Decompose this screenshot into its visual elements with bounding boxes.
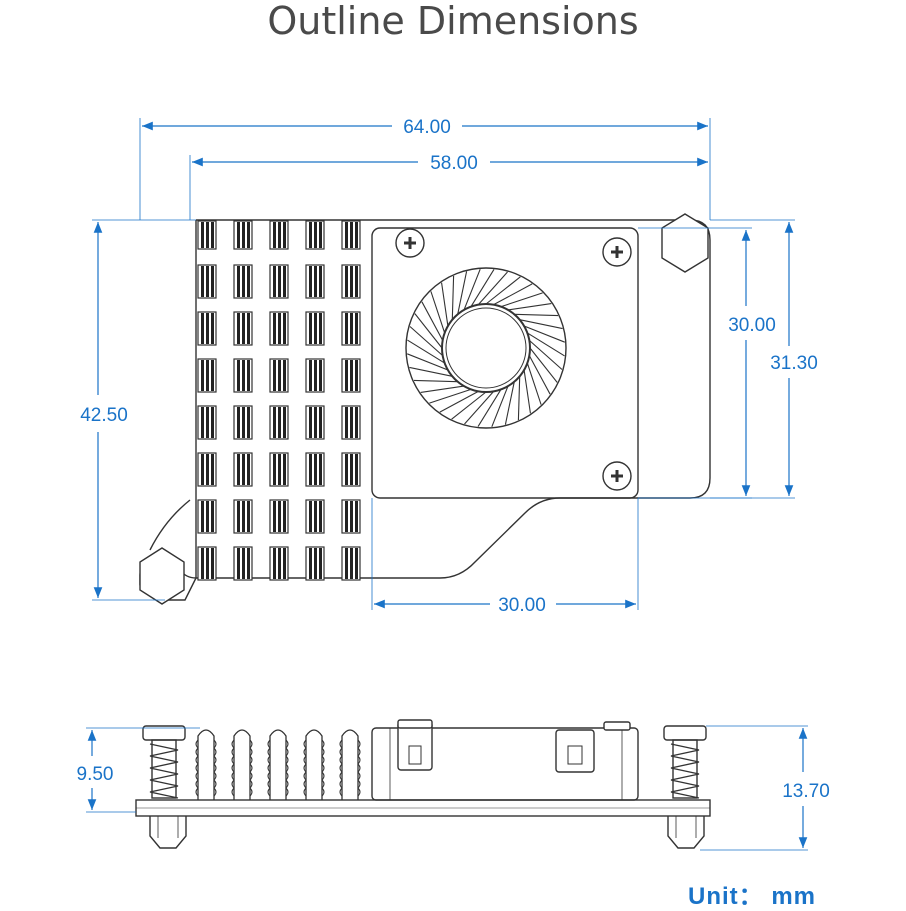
side-fin <box>267 729 289 800</box>
dimension-total-height: 13.70 <box>700 725 830 851</box>
side-fan-block <box>371 727 639 801</box>
fin-cell <box>269 220 289 250</box>
svg-text:9.50: 9.50 <box>77 764 114 785</box>
svg-text:42.50: 42.50 <box>80 405 128 426</box>
fin-cell <box>341 499 361 534</box>
fin-cell <box>269 452 289 487</box>
fin-cell <box>305 358 325 393</box>
svg-text:58.00: 58.00 <box>430 153 478 174</box>
side-fan-clip-right <box>555 729 595 773</box>
fin-cell <box>197 264 217 299</box>
fin-cell <box>341 220 361 250</box>
fin-cell <box>233 358 253 393</box>
fin-cell <box>305 311 325 346</box>
fin-cell <box>233 405 253 440</box>
fin-cell <box>269 264 289 299</box>
dimension-fan-width: 30.00 <box>371 498 639 616</box>
dimension-fan-height-outer: 31.30 <box>710 219 818 499</box>
side-fin <box>195 729 217 800</box>
fan-rotor <box>405 267 567 429</box>
svg-text:13.70: 13.70 <box>782 781 830 802</box>
fin-cell <box>197 452 217 487</box>
fin-cell <box>269 405 289 440</box>
side-fin <box>339 729 361 800</box>
heatsink-fins <box>197 220 361 581</box>
page-title: Outline Dimensions <box>267 0 639 43</box>
fin-cell <box>197 499 217 534</box>
fin-cell <box>197 220 217 250</box>
side-fin <box>303 729 325 800</box>
fin-cell <box>197 405 217 440</box>
screw-bottom-right-icon <box>602 461 632 491</box>
dimension-fan-height: 30.00 <box>638 227 776 499</box>
fin-cell <box>341 358 361 393</box>
fin-cell <box>269 311 289 346</box>
fin-cell <box>341 452 361 487</box>
fin-cell <box>233 264 253 299</box>
fin-cell <box>305 405 325 440</box>
fin-cell <box>269 546 289 581</box>
fin-cell <box>341 264 361 299</box>
svg-text:30.00: 30.00 <box>498 595 546 616</box>
fin-cell <box>233 499 253 534</box>
fin-cell <box>269 358 289 393</box>
fin-cell <box>305 546 325 581</box>
fin-cell <box>305 452 325 487</box>
svg-text:30.00: 30.00 <box>728 315 776 336</box>
dimension-overall-height: 42.50 <box>80 219 196 601</box>
screw-top-left-icon <box>395 228 425 258</box>
fin-cell <box>269 499 289 534</box>
fin-cell <box>233 546 253 581</box>
hex-standoff-bottom-left-icon <box>139 547 185 605</box>
fin-cell <box>197 358 217 393</box>
fin-cell <box>341 546 361 581</box>
fin-cell <box>233 220 253 250</box>
dimension-heatsink-height: 9.50 <box>77 727 200 813</box>
dimension-inner-width: 58.00 <box>189 153 708 220</box>
fin-cell <box>197 311 217 346</box>
fin-cell <box>305 220 325 250</box>
fin-cell <box>197 546 217 581</box>
fin-cell <box>341 405 361 440</box>
fin-cell <box>305 264 325 299</box>
fin-cell <box>305 499 325 534</box>
svg-text:31.30: 31.30 <box>770 353 818 374</box>
side-view: 9.50 13.70 <box>77 719 830 851</box>
fin-cell <box>233 452 253 487</box>
side-spring-screw-left <box>142 725 187 849</box>
fin-cell <box>341 311 361 346</box>
fin-cell <box>233 311 253 346</box>
base-plate-outline <box>139 219 711 601</box>
screw-top-right-icon <box>602 237 632 267</box>
top-view: 64.00 58.00 42.50 30.00 <box>80 117 818 616</box>
side-heatsink-fins <box>195 729 361 800</box>
dimension-overall-width: 64.00 <box>139 117 711 220</box>
side-spring-screw-right <box>663 725 707 849</box>
svg-text:64.00: 64.00 <box>403 117 451 138</box>
side-fin <box>231 729 253 800</box>
